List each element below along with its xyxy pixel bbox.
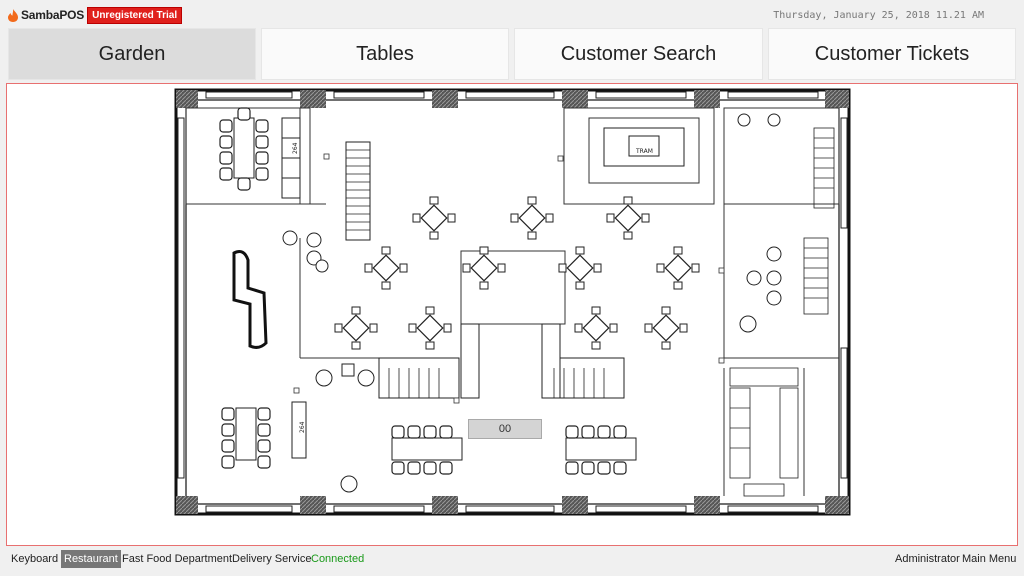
- tab-customer-search[interactable]: Customer Search: [514, 28, 763, 80]
- main-menu-button[interactable]: Main Menu: [962, 553, 1017, 565]
- status-bar: Keyboard Restaurant Fast Food Department…: [0, 548, 1024, 570]
- tab-customer-tickets[interactable]: Customer Tickets: [768, 28, 1016, 80]
- entity-screen-tabs: Garden Tables Customer Search Customer T…: [8, 28, 1016, 80]
- department-delivery-button[interactable]: Delivery Service: [232, 553, 312, 565]
- keyboard-button[interactable]: Keyboard: [11, 553, 59, 565]
- tram-label: TRAM: [635, 148, 653, 155]
- connection-status: Connected: [311, 553, 365, 565]
- dimension-label-a: 264: [292, 142, 299, 154]
- tab-garden[interactable]: Garden: [8, 28, 256, 80]
- user-name-button[interactable]: Administrator: [895, 553, 960, 565]
- flame-icon: [8, 8, 18, 22]
- tab-tables[interactable]: Tables: [261, 28, 509, 80]
- trial-badge: Unregistered Trial: [87, 6, 183, 24]
- ticket-entity-button[interactable]: 00: [468, 419, 542, 439]
- app-name: SambaPOS: [21, 8, 85, 22]
- top-bar: SambaPOS Unregistered Trial Thursday, Ja…: [0, 0, 1024, 28]
- dimension-label-b: 264: [299, 421, 306, 433]
- floor-plan-image: TRAM 264 264: [174, 88, 851, 516]
- app-logo: SambaPOS Unregistered Trial: [8, 6, 183, 24]
- department-restaurant-button[interactable]: Restaurant: [61, 550, 121, 568]
- datetime-display: Thursday, January 25, 2018 11.21 AM: [773, 10, 984, 21]
- department-fast-food-button[interactable]: Fast Food Department: [122, 553, 233, 565]
- garden-layout-area: TRAM 264 264: [6, 83, 1018, 546]
